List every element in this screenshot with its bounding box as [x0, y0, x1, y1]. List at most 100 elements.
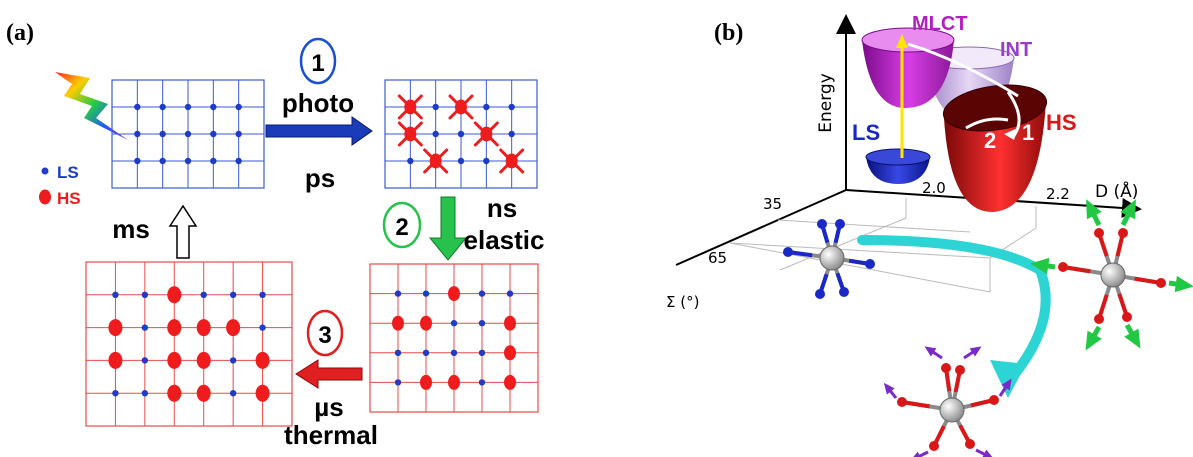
ls-site [450, 349, 458, 356]
ls-site [259, 324, 266, 331]
ls-site [394, 290, 402, 297]
displacement-arrowhead [883, 382, 895, 395]
ls-site [483, 103, 490, 111]
hs-site [392, 315, 404, 331]
step-2-label: elastic [464, 225, 545, 255]
legend-ls-dot [41, 167, 49, 175]
d-tick-2: 2.2 [1046, 185, 1070, 203]
d-axis-label: D (Å) [1095, 180, 1138, 202]
ls-site [478, 379, 486, 386]
ls-site [422, 349, 430, 356]
hs-site [226, 319, 241, 337]
sigma-tick-1: 35 [763, 195, 782, 213]
hs-site [108, 351, 123, 369]
int-label: INT [1000, 39, 1032, 61]
hs-site [448, 374, 460, 390]
ls-site [235, 103, 242, 111]
ligand-atom [1156, 278, 1166, 288]
step-2-time: ns [487, 193, 517, 223]
ls-site [210, 130, 217, 138]
ligand-atom [965, 439, 975, 449]
hs-site [255, 351, 270, 369]
hs-site [505, 153, 518, 169]
ligand-atom [835, 219, 845, 229]
ls-site [457, 157, 465, 165]
ls-site [508, 103, 515, 111]
step-3-arrow [295, 359, 363, 389]
hs-site [167, 286, 182, 304]
distortion-path-arrow [857, 235, 1051, 385]
step-1-number: 1 [311, 50, 324, 77]
mlct-state-surface [861, 27, 955, 108]
energy-axis-label: Energy [816, 73, 836, 133]
displacement-arrowhead [1174, 275, 1193, 293]
path-1-number: 1 [1022, 120, 1034, 145]
step-3-number: 3 [318, 322, 331, 349]
ls-site [141, 291, 149, 298]
hs-site [167, 319, 182, 337]
step-3-circle [306, 309, 344, 357]
ls-site [200, 291, 207, 298]
relaxation-path-2 [965, 117, 1009, 130]
lattice-elastic [369, 263, 539, 413]
hs-site [448, 286, 460, 302]
lattice-photoexcited [384, 79, 538, 189]
relaxation-arrowhead-1 [1004, 128, 1018, 140]
ligand-atom [817, 219, 827, 229]
ls-site [229, 357, 237, 364]
ls-site [210, 103, 217, 111]
displacement-arrowhead [1124, 328, 1141, 349]
hs-site [504, 315, 516, 331]
displacement-arrowhead [1001, 378, 1012, 391]
ls-site [394, 349, 402, 356]
d-tick-1: 2.0 [922, 179, 946, 197]
displacement-arrowhead [1030, 257, 1050, 275]
hs-site [480, 126, 493, 142]
hs-site [108, 319, 123, 337]
hs-site [255, 384, 270, 402]
step-2-circle [382, 201, 422, 249]
ls-site [134, 103, 141, 111]
displacement-arrowhead [913, 451, 921, 457]
sigma-axis-label: Σ (°) [666, 293, 699, 311]
lattice-thermal [85, 261, 293, 427]
distortion-path-arrowhead [990, 360, 1026, 398]
ls-site [141, 390, 149, 397]
distorted-molecule [883, 346, 1012, 457]
ligand-atom [839, 287, 849, 297]
ls-site [483, 157, 490, 165]
ligand-atom [1094, 314, 1104, 324]
step-1-arrow [265, 116, 373, 146]
ls-site [229, 291, 237, 298]
ls-site [450, 320, 458, 327]
ls-site [159, 130, 166, 138]
hs-site [504, 374, 516, 390]
displacement-arrow [915, 450, 929, 457]
legend-hs-dot [39, 189, 51, 205]
ligand-atom [865, 259, 875, 269]
hs-site [167, 384, 182, 402]
step-2-number: 2 [395, 214, 408, 241]
axis-gridlines [729, 198, 1037, 293]
ls-site [394, 379, 402, 386]
ls-site [229, 390, 237, 397]
panel-b-label: (b) [714, 20, 743, 46]
ls-site [478, 290, 486, 297]
ls-site [184, 157, 192, 165]
ls-site [259, 291, 266, 298]
lattice-initial-ls [111, 79, 265, 189]
ligand-atom [815, 289, 825, 299]
ls-site [407, 157, 414, 165]
panel-a-label: (a) [6, 20, 34, 46]
ls-site [508, 130, 515, 138]
ls-site [478, 349, 486, 356]
sigma-axis [675, 189, 847, 266]
ls-site [134, 157, 141, 165]
ls-site [432, 103, 439, 111]
hs-site [504, 345, 516, 361]
ligand-atom [1058, 262, 1068, 272]
metal-atom [1100, 262, 1126, 288]
displacement-arrowhead [1086, 199, 1102, 220]
ligand-atom [989, 395, 999, 405]
